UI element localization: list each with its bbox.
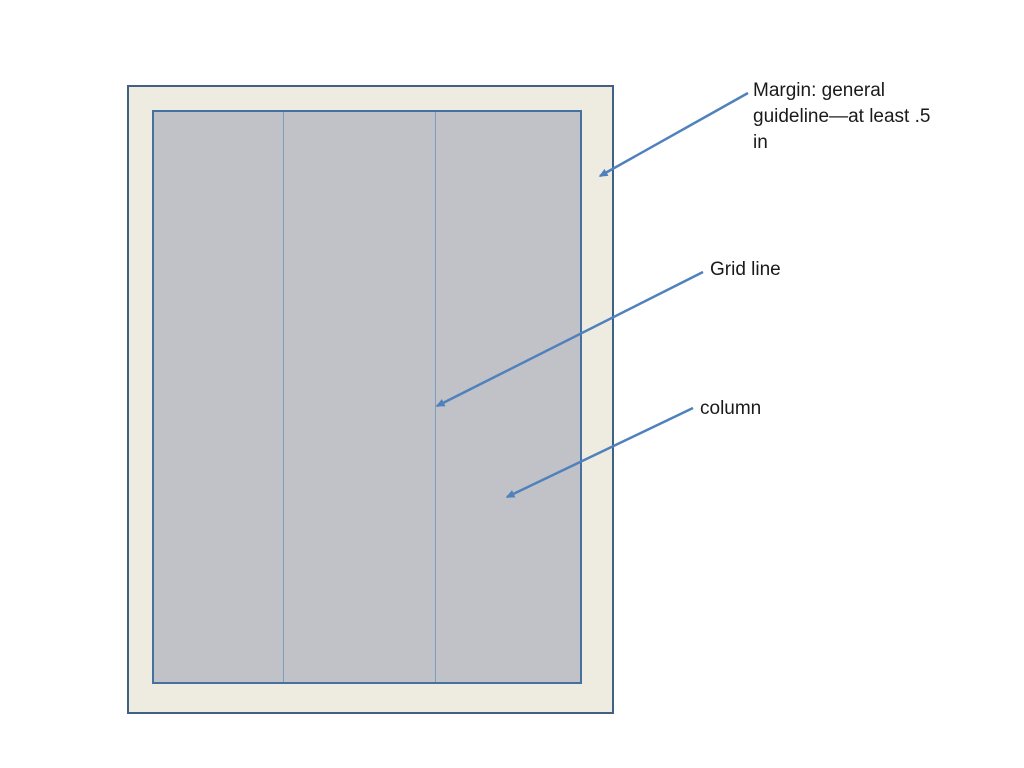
content-area [152, 110, 582, 684]
margin-label: Margin: general guideline—at least .5 in [753, 80, 931, 154]
grid-line-1 [283, 112, 284, 682]
margin-arrow [598, 91, 749, 178]
column-label: column [700, 398, 762, 419]
grid-line-2 [435, 112, 436, 682]
grid-line-label: Grid line [710, 259, 781, 280]
